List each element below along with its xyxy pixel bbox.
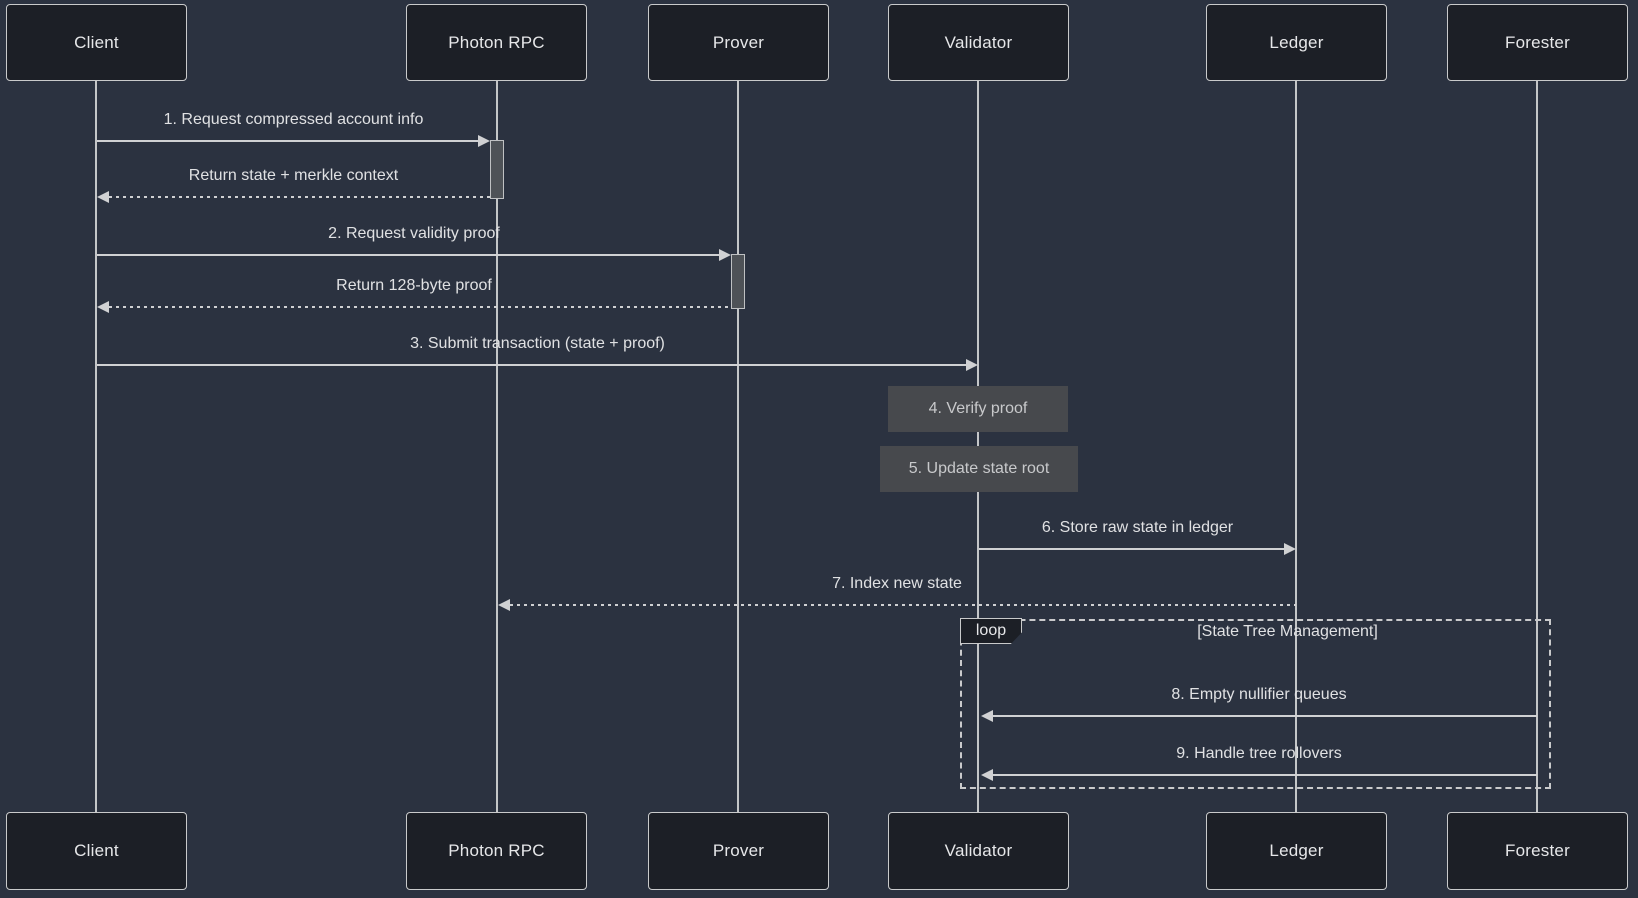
- message-2-arrowhead-icon: [719, 249, 731, 261]
- return-2-arrowhead-icon: [97, 301, 109, 313]
- actor-forester-label: Forester: [1505, 32, 1570, 52]
- actor-validator-label: Validator: [944, 841, 1013, 860]
- actor-ledger-bottom: Ledger: [1206, 812, 1387, 890]
- message-3-arrowhead-icon: [966, 359, 978, 371]
- actor-validator-label: Validator: [944, 32, 1013, 52]
- actor-prover-label: Prover: [712, 32, 765, 52]
- activation-prover: [731, 254, 745, 309]
- actor-validator-bottom: Validator: [888, 812, 1069, 890]
- message-8-label: 8. Empty nullifier queues: [1171, 686, 1347, 703]
- message-7-label: 7. Index new state: [832, 575, 962, 592]
- lifeline-ledger: [1295, 81, 1297, 812]
- loop-frame: [960, 619, 1551, 789]
- actor-client-label: Client: [74, 32, 119, 52]
- message-2-line: [97, 254, 719, 256]
- message-1-line: [97, 140, 478, 142]
- message-9-line: [993, 774, 1537, 776]
- lifeline-forester: [1536, 81, 1538, 812]
- actor-forester-top: Forester: [1447, 4, 1628, 81]
- message-8-line: [993, 715, 1537, 717]
- message-6-label: 6. Store raw state in ledger: [1041, 519, 1234, 536]
- message-9-label: 9. Handle tree rollovers: [1176, 745, 1342, 762]
- note-verify-proof: 4. Verify proof: [888, 386, 1068, 432]
- note-update-state-root: 5. Update state root: [880, 446, 1078, 492]
- lifeline-photon-rpc: [496, 81, 498, 812]
- return-2-line: [109, 306, 731, 308]
- actor-photon-rpc-label: Photon RPC: [448, 32, 545, 52]
- actor-prover-label: Prover: [712, 841, 765, 860]
- loop-keyword-tab: loop: [960, 618, 1022, 644]
- actor-validator-top: Validator: [888, 4, 1069, 81]
- actor-photon-rpc-label: Photon RPC: [448, 841, 545, 860]
- note-verify-proof-label: 4. Verify proof: [928, 400, 1028, 417]
- return-1-arrowhead-icon: [97, 191, 109, 203]
- return-1-label: Return state + merkle context: [188, 167, 399, 184]
- message-8-arrowhead-icon: [981, 710, 993, 722]
- message-2-label: 2. Request validity proof: [328, 225, 500, 242]
- actor-ledger-label: Ledger: [1269, 841, 1324, 860]
- activation-photon-rpc: [490, 140, 504, 199]
- actor-ledger-top: Ledger: [1206, 4, 1387, 81]
- actor-photon-rpc-top: Photon RPC: [406, 4, 587, 81]
- return-1-line: [109, 196, 490, 198]
- loop-keyword-label: loop: [975, 622, 1007, 639]
- actor-forester-label: Forester: [1505, 841, 1570, 860]
- message-6-arrowhead-icon: [1284, 543, 1296, 555]
- lifeline-prover: [737, 81, 739, 812]
- message-3-line: [97, 364, 966, 366]
- actor-prover-top: Prover: [648, 4, 829, 81]
- message-7-arrowhead-icon: [498, 599, 510, 611]
- actor-client-bottom: Client: [6, 812, 187, 890]
- message-1-arrowhead-icon: [478, 135, 490, 147]
- actor-ledger-label: Ledger: [1269, 32, 1324, 52]
- note-update-state-root-label: 5. Update state root: [908, 460, 1050, 477]
- lifeline-client: [95, 81, 97, 812]
- actor-prover-bottom: Prover: [648, 812, 829, 890]
- message-3-label: 3. Submit transaction (state + proof): [410, 335, 665, 352]
- message-1-label: 1. Request compressed account info: [163, 111, 424, 128]
- actor-forester-bottom: Forester: [1447, 812, 1628, 890]
- message-7-line: [510, 604, 1296, 606]
- return-2-label: Return 128-byte proof: [336, 277, 492, 294]
- loop-title: [State Tree Management]: [1197, 623, 1378, 640]
- actor-client-top: Client: [6, 4, 187, 81]
- message-6-line: [979, 548, 1284, 550]
- actor-client-label: Client: [74, 841, 119, 860]
- actor-photon-rpc-bottom: Photon RPC: [406, 812, 587, 890]
- message-9-arrowhead-icon: [981, 769, 993, 781]
